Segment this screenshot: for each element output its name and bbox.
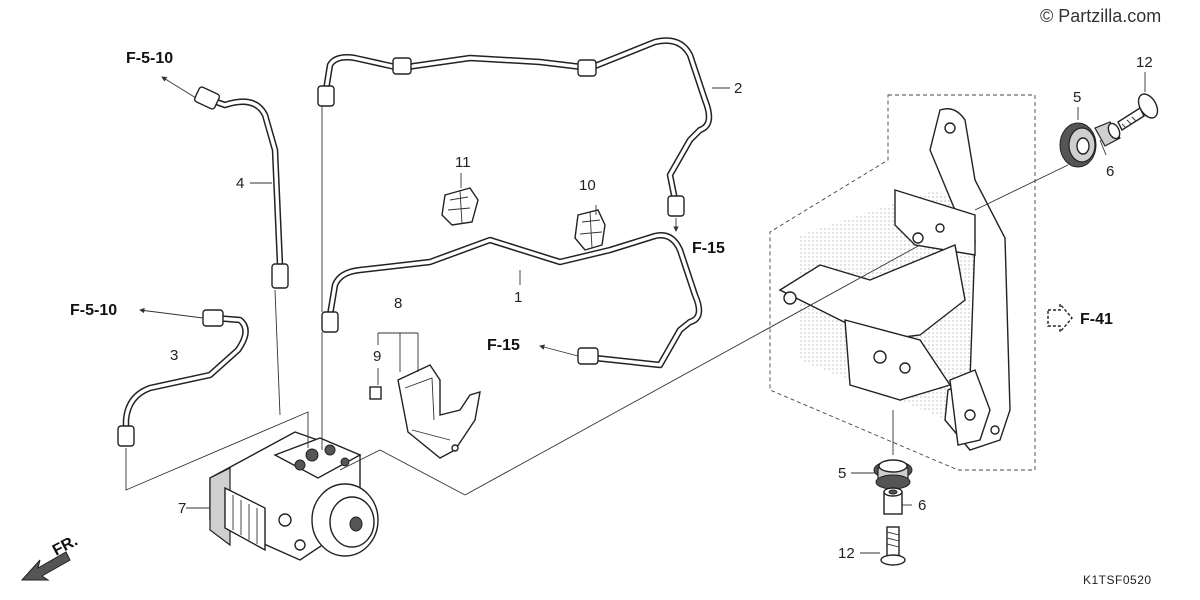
leader-lines	[125, 72, 1146, 554]
hose-3-fitting-top	[202, 309, 224, 327]
hose-4-fitting-bottom	[271, 263, 289, 289]
abs-mount-frame[interactable]	[769, 94, 1036, 471]
pipe-1-fitting-right	[577, 347, 599, 365]
pipe-2-grommet-a	[392, 57, 412, 75]
brake-pipe-2[interactable]	[317, 37, 713, 217]
grommet-5-top[interactable]	[1059, 122, 1097, 168]
grommet-5-bottom[interactable]	[873, 459, 913, 490]
callout-5-bottom: 5	[838, 465, 846, 482]
svg-text:F-41: F-41	[1080, 311, 1113, 328]
clip-9[interactable]	[369, 386, 382, 400]
ref-f15-left[interactable]: F-15	[487, 337, 579, 357]
collar-6-top[interactable]	[1094, 121, 1122, 147]
pipe-2-fitting-right	[667, 195, 685, 217]
svg-text:F-5-10: F-5-10	[126, 50, 173, 67]
brake-hose-3[interactable]	[117, 309, 249, 447]
abs-modulator-7[interactable]	[209, 431, 379, 561]
svg-text:F-15: F-15	[692, 240, 725, 257]
callout-numbers: 1 2 3 4 5 5 6 6 7 8 9 10 11 12 12	[170, 54, 1153, 562]
callout-12-bottom: 12	[838, 545, 855, 562]
ref-f15-right[interactable]: F-15	[673, 218, 725, 257]
pipe-2-grommet-b	[577, 59, 597, 77]
ref-f510-mid[interactable]: F-5-10	[70, 302, 204, 319]
bolt-12-bottom[interactable]	[880, 526, 906, 566]
clip-11[interactable]	[441, 187, 479, 226]
brake-hose-4[interactable]	[193, 86, 289, 289]
callout-9: 9	[373, 348, 381, 365]
callout-4: 4	[236, 175, 244, 192]
callout-11: 11	[455, 154, 471, 171]
hose-4-fitting-top	[193, 86, 221, 110]
copyright-text: © Partzilla.com	[1040, 6, 1161, 26]
hose-3-fitting-bottom	[117, 425, 135, 447]
bolt-12-top[interactable]	[1117, 91, 1161, 132]
callout-12-top: 12	[1136, 54, 1153, 71]
ref-f510-top[interactable]: F-5-10	[126, 50, 197, 99]
callout-10: 10	[579, 177, 596, 194]
bracket-8[interactable]	[397, 364, 481, 459]
callout-7: 7	[178, 500, 186, 517]
svg-text:F-15: F-15	[487, 337, 520, 354]
front-direction-indicator: FR.	[20, 532, 81, 581]
ref-f41[interactable]: F-41	[1047, 302, 1113, 334]
pipe-1-fitting-left	[321, 311, 339, 333]
callout-1: 1	[514, 289, 522, 306]
callout-8: 8	[394, 295, 402, 312]
callout-6-bottom: 6	[918, 497, 926, 514]
pipe-2-fitting-left	[317, 85, 335, 107]
callout-5-top: 5	[1073, 89, 1081, 106]
front-label: FR.	[50, 532, 81, 559]
svg-text:F-5-10: F-5-10	[70, 302, 117, 319]
clip-10[interactable]	[574, 209, 606, 251]
brake-pipe-1[interactable]	[321, 232, 703, 369]
diagram-code: K1TSF0520	[1083, 573, 1152, 587]
collar-6-bottom[interactable]	[883, 487, 903, 515]
callout-2: 2	[734, 80, 742, 97]
callout-3: 3	[170, 347, 178, 364]
callout-6-top: 6	[1106, 163, 1114, 180]
